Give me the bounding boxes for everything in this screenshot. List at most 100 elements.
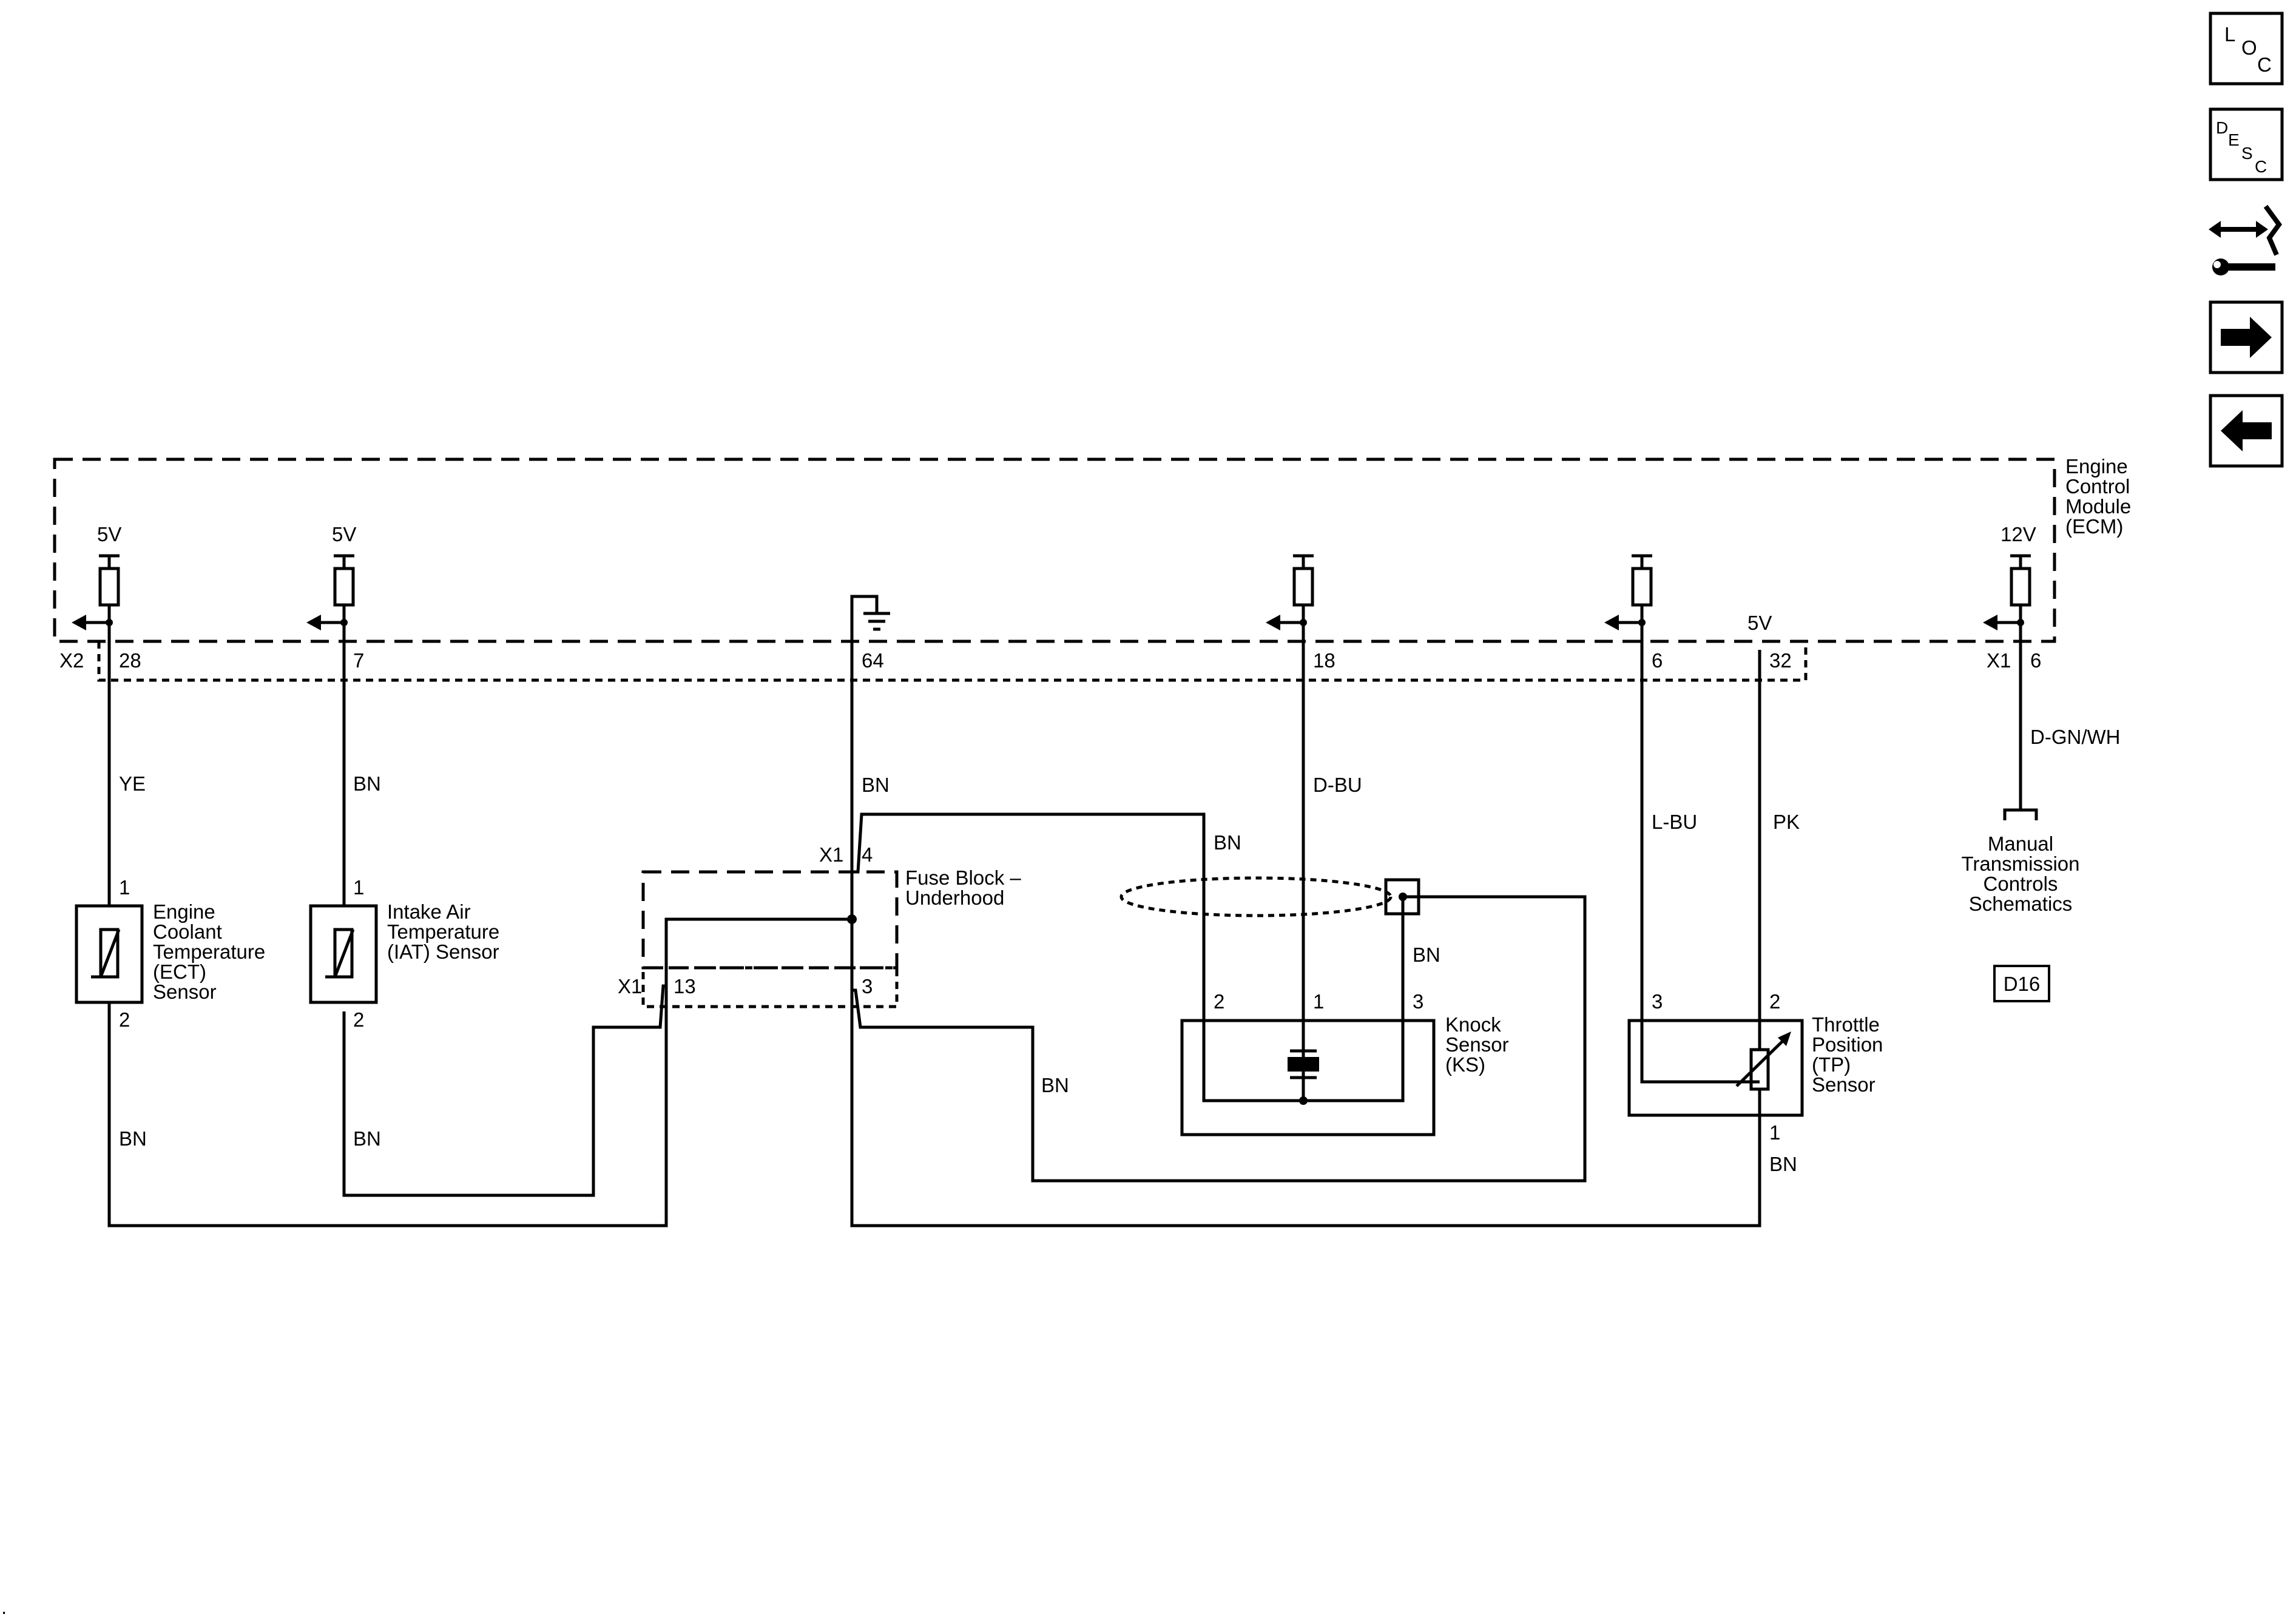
pin-ks-2: 2	[1214, 990, 1224, 1013]
ref-12v: 12V	[2001, 523, 2036, 545]
svg-text:Engine: Engine	[153, 900, 215, 923]
wire-color-iat-low: BN	[353, 1127, 381, 1150]
svg-text:(IAT) Sensor: (IAT) Sensor	[387, 940, 499, 963]
pin-ecm-x1-6: 6	[2030, 649, 2041, 672]
pin-tp-1: 1	[1769, 1121, 1780, 1144]
wire-color-x1-6: D-GN/WH	[2030, 726, 2120, 748]
svg-text:Fuse Block –: Fuse Block –	[905, 866, 1021, 889]
svg-text:Transmission: Transmission	[1962, 852, 2080, 875]
svg-text:Schematics: Schematics	[1969, 893, 2073, 915]
wire-tp-low	[1640, 623, 1760, 1084]
svg-text:D: D	[2216, 118, 2228, 137]
iat-sensor-symbol	[309, 904, 378, 1004]
svg-text:(TP): (TP)	[1812, 1053, 1851, 1076]
svg-text:(ECM): (ECM)	[2065, 515, 2123, 538]
wire-color-iat-signal: BN	[353, 772, 381, 795]
svg-text:Engine: Engine	[2065, 455, 2128, 478]
wire-color-tp-1: BN	[1769, 1153, 1797, 1175]
pullup-arrow-7	[306, 615, 321, 630]
ecm-label: Engine Control Module (ECM)	[2065, 455, 2131, 538]
svg-text:L: L	[2224, 23, 2235, 46]
pin-ecm-7: 7	[353, 649, 364, 672]
svg-text:Sensor: Sensor	[153, 981, 217, 1003]
arrow-left-icon	[2221, 410, 2272, 451]
pin-tp-3: 3	[1652, 990, 1663, 1013]
pin-iat-2: 2	[353, 1008, 364, 1031]
ecm-12v-feed	[1996, 554, 2031, 624]
svg-text:Knock: Knock	[1445, 1013, 1501, 1036]
svg-text:Intake Air: Intake Air	[387, 900, 471, 923]
pullup-arrow-x1-6	[1983, 615, 1997, 630]
ect-sensor-symbol	[75, 904, 144, 1004]
tp-sensor-box	[1627, 1019, 1804, 1117]
svg-text:Manual: Manual	[1988, 832, 2053, 855]
svg-text:Controls: Controls	[1984, 873, 2058, 895]
wire-color-ect-low: BN	[119, 1127, 147, 1150]
iat-sensor-label: Intake Air Temperature (IAT) Sensor	[387, 900, 499, 963]
ref-5v-28: 5V	[97, 523, 121, 545]
svg-text:Temperature: Temperature	[387, 920, 499, 943]
connector-repair-icon[interactable]	[2209, 194, 2284, 285]
ecm-5v-feed-28	[85, 554, 120, 624]
svg-text:O: O	[2241, 36, 2257, 59]
ecm-connector-band	[97, 641, 1808, 682]
ecm-5v-feed-7	[320, 554, 355, 624]
svg-text:Sensor: Sensor	[1812, 1073, 1876, 1096]
wire-color-ks-pin3: BN	[1413, 944, 1440, 966]
pin-ecm-32: 32	[1769, 649, 1792, 672]
arrow-right-icon	[2221, 317, 2272, 358]
wire-color-fuse-3-out: BN	[1041, 1074, 1069, 1096]
svg-text:(ECT): (ECT)	[153, 960, 206, 983]
svg-text:.: .	[1, 1596, 7, 1617]
pin-ecm-64: 64	[862, 649, 884, 672]
previous-button[interactable]	[2209, 394, 2284, 468]
shield-drain	[1384, 878, 1420, 916]
wire-color-ect-signal: YE	[119, 772, 146, 795]
pin-ect-1: 1	[119, 876, 130, 899]
wire-color-tp-low: L-BU	[1652, 811, 1697, 833]
ect-sensor-label: Engine Coolant Temperature (ECT) Sensor	[153, 900, 265, 1003]
svg-text:(KS): (KS)	[1445, 1053, 1485, 1076]
connector-x1-fuse-top: X1	[819, 843, 843, 866]
location-button[interactable]: L O C	[2209, 12, 2284, 86]
pin-iat-1: 1	[353, 876, 364, 899]
pin-fuse-4: 4	[862, 843, 873, 866]
ground-ref-box	[1993, 965, 2050, 1002]
wire-color-tp-ref: PK	[1773, 811, 1800, 833]
ecm-feed-6	[1618, 554, 1653, 624]
shield-ellipse	[1119, 876, 1393, 917]
pin-fuse-13: 13	[674, 975, 696, 998]
svg-text:C: C	[2257, 53, 2272, 76]
pin-ks-3: 3	[1413, 990, 1423, 1013]
description-button[interactable]: D E S C	[2209, 107, 2284, 181]
wire-ect-low	[107, 986, 668, 1227]
manual-trans-label[interactable]: Manual Transmission Controls Schematics	[1962, 832, 2080, 915]
pin-ecm-18: 18	[1313, 649, 1335, 672]
connector-x2: X2	[59, 649, 84, 672]
svg-text:Coolant: Coolant	[153, 920, 222, 943]
wire-color-ks-signal: D-BU	[1313, 774, 1362, 796]
pullup-arrow-6	[1604, 615, 1619, 630]
ecm-internal-ground	[850, 595, 890, 783]
svg-text:C: C	[2255, 157, 2267, 176]
pin-ect-2: 2	[119, 1008, 130, 1031]
ref-5v-7: 5V	[332, 523, 356, 545]
pin-fuse-3: 3	[862, 975, 873, 998]
svg-text:Control: Control	[2065, 475, 2130, 498]
tp-sensor-label: Throttle Position (TP) Sensor	[1812, 1013, 1883, 1096]
ecm-feed-18	[1279, 554, 1314, 624]
wire-color-ks-ground: BN	[1214, 831, 1241, 854]
svg-text:Throttle: Throttle	[1812, 1013, 1880, 1036]
svg-text:Sensor: Sensor	[1445, 1033, 1509, 1056]
fuse-block-label: Fuse Block – Underhood	[905, 866, 1021, 909]
knock-sensor-label: Knock Sensor (KS)	[1445, 1013, 1509, 1076]
fuse-block-connector	[641, 966, 899, 1008]
fuse-block-boundary	[641, 870, 899, 970]
wire-color-ground-64: BN	[862, 774, 890, 796]
svg-text:Temperature: Temperature	[153, 940, 265, 963]
pullup-arrow-28	[72, 615, 86, 630]
pin-ecm-28: 28	[119, 649, 141, 672]
ground-ref-label: D16	[2004, 973, 2041, 995]
next-button[interactable]	[2209, 300, 2284, 374]
